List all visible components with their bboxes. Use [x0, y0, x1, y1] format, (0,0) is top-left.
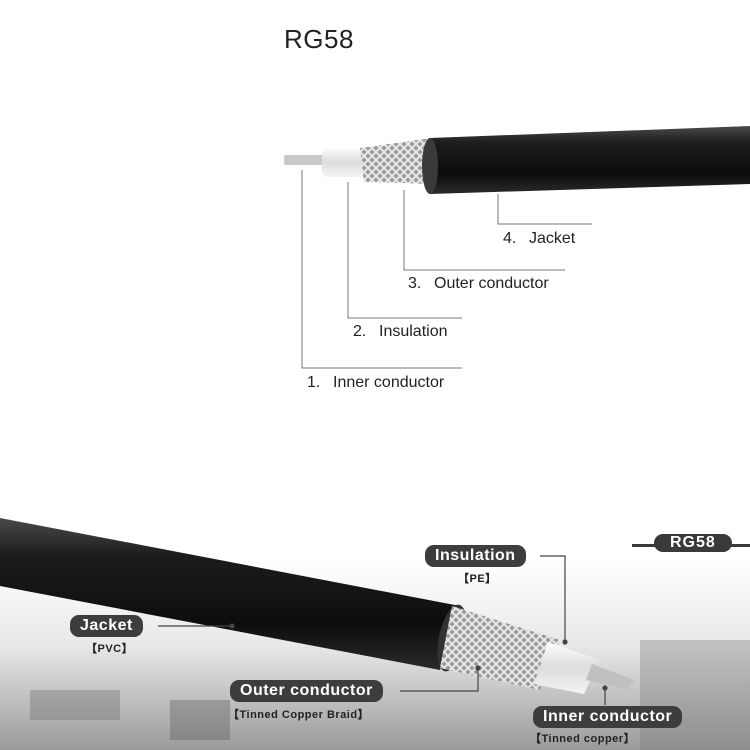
- bottom-leader-lines: [158, 555, 608, 705]
- callout-outer-conductor: Outer conductor: [230, 680, 383, 702]
- bottom-jacket: [0, 518, 460, 670]
- callout-jacket: Jacket: [70, 615, 143, 637]
- callout-jacket-material: 【PVC】: [86, 643, 134, 655]
- top-label-insulation: 2.Insulation: [353, 323, 448, 340]
- top-jacket: [430, 126, 750, 194]
- callout-outer-conductor-material: 【Tinned Copper Braid】: [228, 709, 370, 721]
- callout-inner-conductor: Inner conductor: [533, 706, 683, 728]
- bottom-cable: [0, 518, 634, 694]
- top-title: RG58: [284, 24, 354, 54]
- top-leader-lines: [301, 170, 592, 369]
- bottom-braid: [440, 606, 560, 690]
- top-insulation: [322, 147, 367, 177]
- bottom-inner-conductor: [586, 664, 634, 690]
- top-label-inner-conductor: 1.Inner conductor: [307, 374, 445, 391]
- bottom-brand-bar: RG58: [632, 534, 750, 552]
- callout-insulation-material: 【PE】: [458, 573, 497, 585]
- top-label-outer-conductor: 3.Outer conductor: [408, 275, 549, 292]
- bottom-backdrop-texture: [30, 640, 750, 750]
- bottom-brand-tag: RG58: [654, 534, 732, 552]
- top-braid: [360, 138, 436, 184]
- top-cable: [284, 126, 750, 194]
- bottom-insulation: [534, 642, 600, 694]
- callout-inner-conductor-material: 【Tinned copper】: [530, 733, 636, 745]
- callout-insulation: Insulation: [425, 545, 526, 567]
- top-label-jacket: 4.Jacket: [503, 230, 576, 247]
- top-inner-conductor: [284, 155, 324, 165]
